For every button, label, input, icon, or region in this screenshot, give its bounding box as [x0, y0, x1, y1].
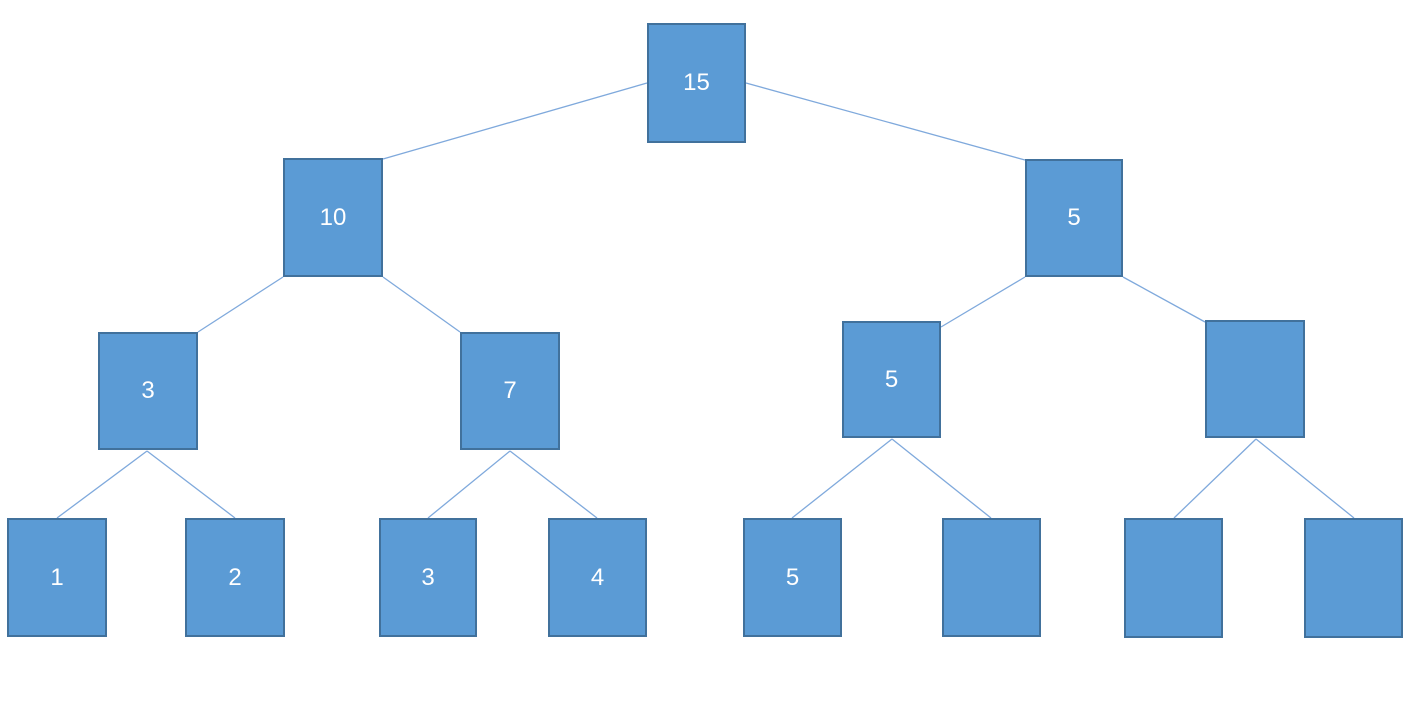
node-label: 5: [1067, 204, 1081, 231]
node-label: 7: [503, 377, 517, 404]
tree-node-root-15[interactable]: 15: [647, 23, 746, 143]
node-label: 15: [683, 69, 710, 96]
node-label: 3: [141, 377, 155, 404]
tree-node-empty-4[interactable]: [1304, 518, 1403, 638]
node-label: 2: [228, 563, 242, 591]
tree-node-empty-2[interactable]: [942, 518, 1041, 637]
tree-node-leaf-2[interactable]: 2: [185, 518, 285, 637]
tree-node-leaf-4[interactable]: 4: [548, 518, 647, 637]
tree-node-empty-1[interactable]: [1205, 320, 1305, 438]
node-label: 5: [785, 563, 800, 591]
tree-node-3[interactable]: 3: [98, 332, 198, 450]
node-label: 10: [319, 203, 347, 231]
tree-node-10[interactable]: 10: [283, 158, 383, 277]
tree-node-leaf-5[interactable]: 5: [743, 518, 842, 637]
tree-node-5-mid[interactable]: 5: [842, 321, 941, 438]
tree-node-leaf-1[interactable]: 1: [7, 518, 107, 637]
tree-node-empty-3[interactable]: [1124, 518, 1223, 638]
node-label: 1: [50, 563, 64, 591]
tree-node-5-right[interactable]: 5: [1025, 159, 1123, 277]
node-label: 5: [884, 365, 899, 393]
node-label: 4: [590, 563, 605, 591]
tree-node-leaf-3[interactable]: 3: [379, 518, 477, 637]
tree-node-7[interactable]: 7: [460, 332, 560, 450]
node-label: 3: [421, 563, 435, 591]
